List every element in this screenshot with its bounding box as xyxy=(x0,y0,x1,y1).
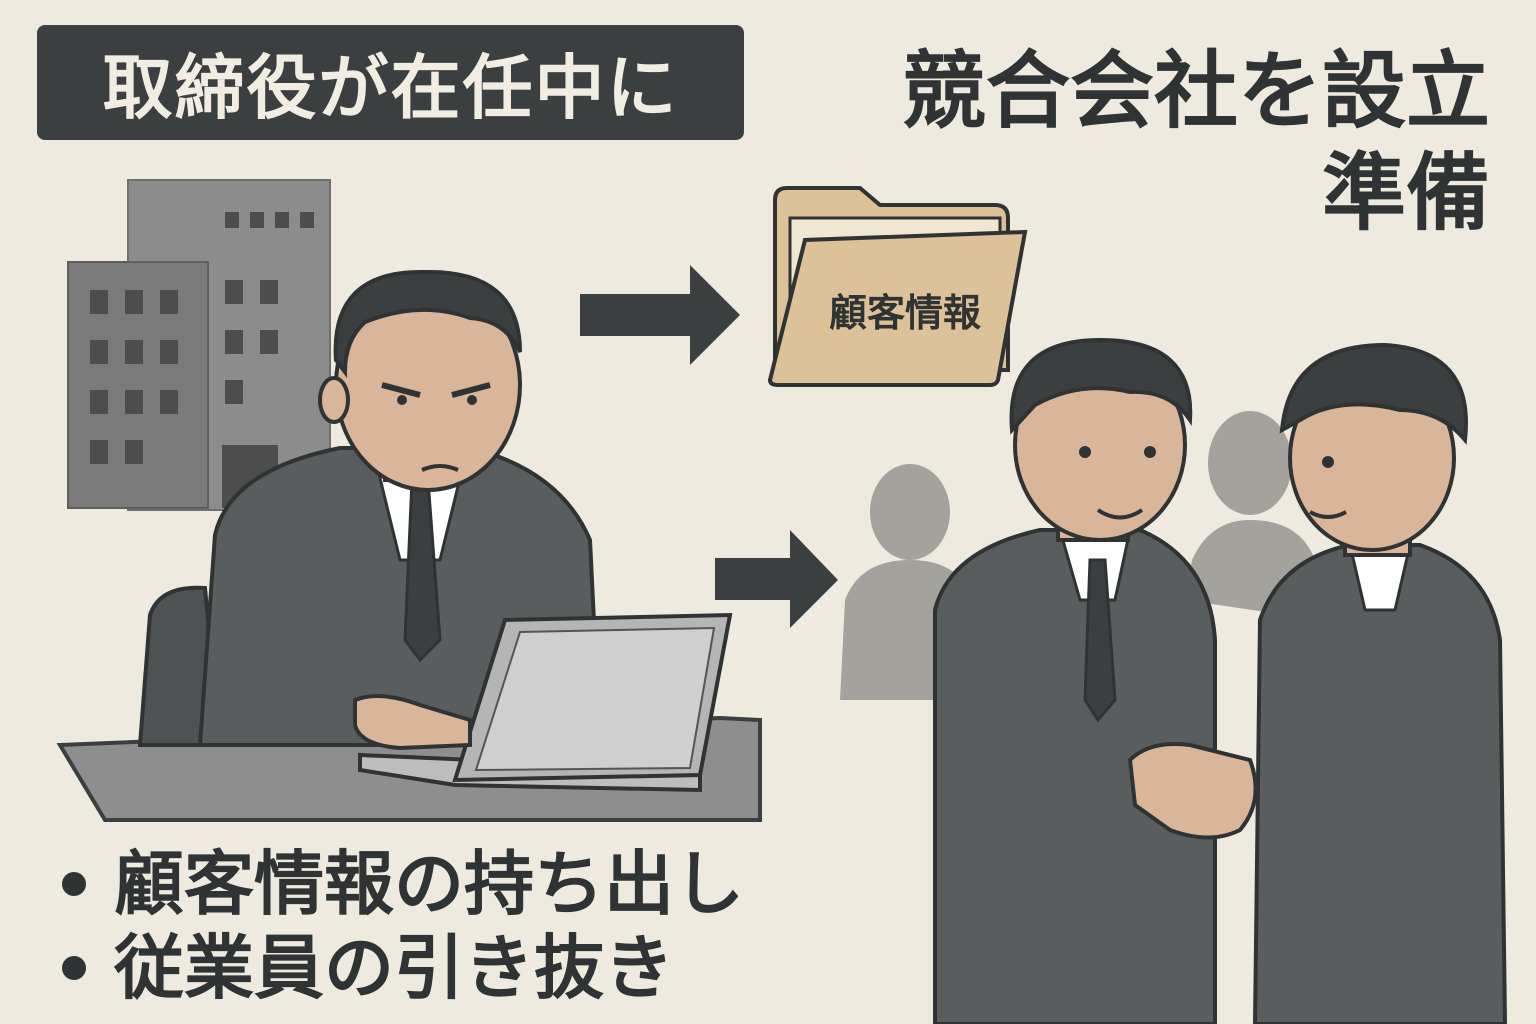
headline-line-1: 競合会社を設立 xyxy=(901,42,1490,140)
folder-label: 顧客情報 xyxy=(828,291,981,335)
headline-line-2: 準備 xyxy=(1321,144,1490,242)
arrow-right-icon-2 xyxy=(715,530,838,628)
header-label-box: 取締役が在任中に xyxy=(37,25,744,140)
bullet-text: 顧客情報の持ち出し xyxy=(114,843,744,925)
employee-figure xyxy=(1252,342,1508,1024)
chair xyxy=(137,585,223,747)
bullet-dot xyxy=(62,872,86,896)
header-label: 取締役が在任中に xyxy=(102,47,679,129)
headline: 競合会社を設立 準備 xyxy=(770,40,1490,244)
bullet-dot xyxy=(62,956,86,980)
laptop-icon xyxy=(353,612,733,793)
folder-icon xyxy=(767,186,1028,387)
arrow-right-icon xyxy=(580,265,740,365)
bullet-text: 従業員の引き抜き xyxy=(114,927,674,1009)
handshake-icon xyxy=(1127,742,1258,840)
list-item: 顧客情報の持ち出し xyxy=(62,842,744,926)
list-item: 従業員の引き抜き xyxy=(62,926,744,1010)
building-icon xyxy=(67,179,331,511)
bullet-list: 顧客情報の持ち出し 従業員の引き抜き xyxy=(62,842,744,1010)
recruiter-figure xyxy=(933,337,1217,1024)
